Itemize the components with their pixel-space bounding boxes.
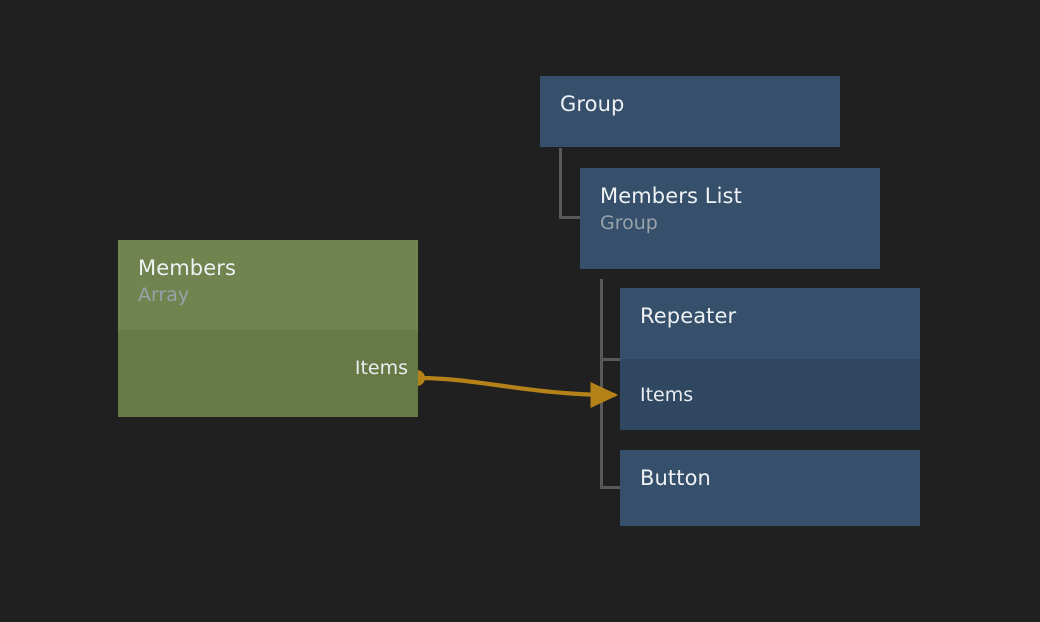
- node-members[interactable]: Members Array Items: [118, 240, 418, 417]
- node-group-title: Group: [560, 92, 625, 116]
- node-members-output-port-label: Items: [354, 357, 408, 379]
- node-repeater-body[interactable]: Items: [620, 359, 920, 430]
- node-members-body[interactable]: Items: [118, 330, 418, 417]
- node-repeater[interactable]: Repeater Items: [620, 288, 920, 430]
- node-members-output-port[interactable]: Items: [118, 356, 418, 380]
- tree-line-members-list-trunk: [600, 279, 620, 489]
- node-button-title: Button: [640, 466, 711, 490]
- node-members-list-header[interactable]: Members List Group: [580, 168, 880, 269]
- node-members-list-subtitle: Group: [600, 212, 658, 234]
- node-members-subtitle: Array: [138, 284, 190, 306]
- node-button[interactable]: Button: [620, 450, 920, 526]
- node-repeater-input-port-label: Items: [640, 384, 694, 406]
- node-members-list-title: Members List: [600, 184, 742, 208]
- node-button-header[interactable]: Button: [620, 450, 920, 526]
- node-members-title: Members: [138, 256, 237, 280]
- node-repeater-title: Repeater: [640, 304, 737, 328]
- node-group-header[interactable]: Group: [540, 76, 840, 147]
- node-repeater-header[interactable]: Repeater: [620, 288, 920, 359]
- tree-line-group-to-members-list: [559, 148, 580, 219]
- node-group[interactable]: Group: [540, 76, 840, 147]
- node-repeater-input-port[interactable]: Items: [620, 383, 920, 407]
- node-members-header[interactable]: Members Array: [118, 240, 418, 330]
- node-members-list[interactable]: Members List Group: [580, 168, 880, 269]
- connection-curve: [416, 375, 619, 409]
